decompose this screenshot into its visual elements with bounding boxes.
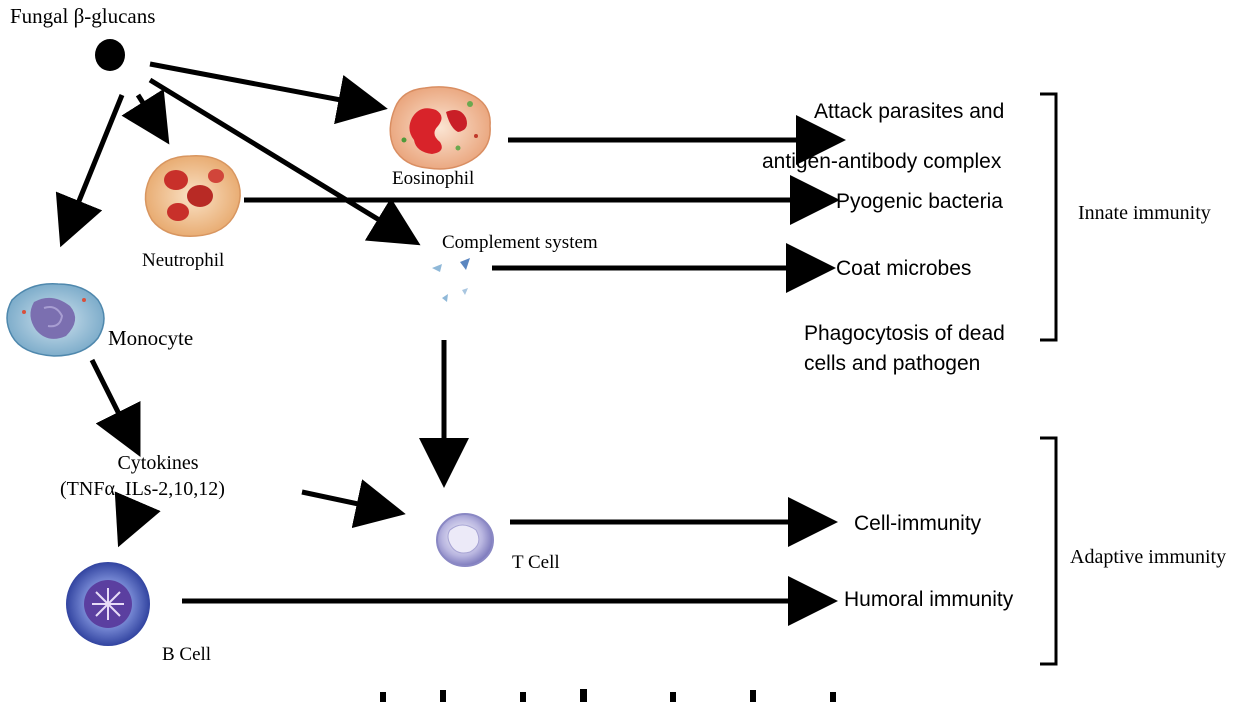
arrow-monocyte-to-cytokines [89, 358, 141, 457]
b-cell-image [66, 562, 150, 646]
cell-immunity-label: Cell-immunity [854, 512, 982, 535]
arrow-source-to-complement [148, 77, 421, 246]
adaptive-immunity-bracket [1040, 436, 1058, 666]
b-cell-label: B Cell [162, 644, 212, 665]
arrow-source-to-monocyte [55, 94, 125, 248]
antigen-antibody-label: antigen-antibody complex [762, 150, 1002, 173]
neutrophil-cell-image [144, 155, 241, 237]
pyogenic-bacteria-label: Pyogenic bacteria [836, 190, 1003, 213]
innate-immunity-bracket [1040, 92, 1058, 342]
eosinophil-cell-image [389, 86, 491, 170]
humoral-immunity-label: Humoral immunity [844, 588, 1014, 611]
innate-immunity-label: Innate immunity [1078, 202, 1211, 224]
phagocytosis-label: Phagocytosis of dead [804, 322, 1005, 345]
arrow-source-to-neutrophil [121, 88, 170, 145]
complement-system-image [432, 258, 470, 302]
complement-system-label: Complement system [442, 232, 598, 253]
fungal-beta-glucans-label: Fungal β-glucans [10, 4, 156, 28]
fungal-beta-glucan-dot [95, 39, 125, 71]
cytokines-label: Cytokines [117, 452, 199, 474]
arrow-cytokines-to-bcell [114, 491, 161, 548]
attack-parasites-label: Attack parasites and [814, 100, 1005, 123]
coat-microbes-label: Coat microbes [836, 257, 972, 280]
cropped-caption-remnant [370, 686, 890, 702]
arrow-source-to-eosinophil [149, 61, 388, 125]
phagocytosis-line2-label: cells and pathogen [804, 352, 981, 375]
t-cell-label: T Cell [512, 552, 560, 573]
t-cell-image [436, 513, 494, 567]
cytokines-list-label: (TNFα, ILs-2,10,12) [60, 478, 225, 500]
monocyte-label: Monocyte [108, 326, 194, 350]
arrow-cytokines-to-tcell [301, 479, 406, 529]
eosinophil-label: Eosinophil [392, 168, 475, 189]
adaptive-immunity-label: Adaptive immunity [1070, 546, 1227, 568]
monocyte-cell-image [6, 283, 105, 357]
neutrophil-label: Neutrophil [142, 250, 225, 271]
